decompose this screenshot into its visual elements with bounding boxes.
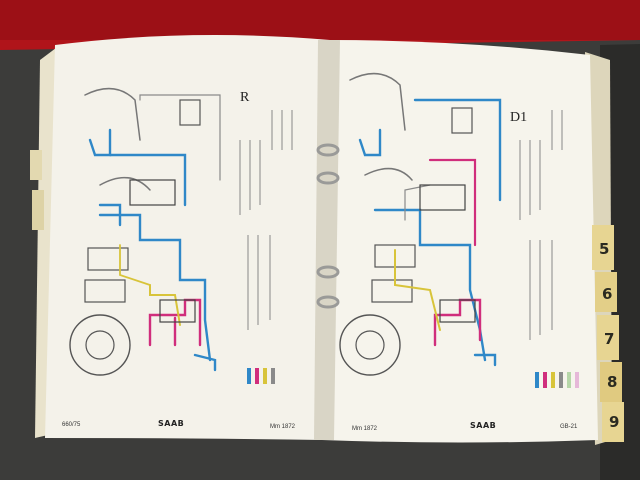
section-tab-label: 5 bbox=[599, 240, 610, 258]
gutter-shadow bbox=[314, 40, 340, 440]
left-diagram-letter: R bbox=[240, 90, 250, 105]
right-color-legend bbox=[535, 372, 579, 388]
left-side-tab bbox=[30, 150, 42, 180]
left-legend-text bbox=[239, 110, 293, 330]
section-tab-label: 6 bbox=[602, 285, 613, 303]
right-diagram-letter: D1 bbox=[510, 110, 528, 125]
right-page-footer-right: GB-21 bbox=[560, 424, 578, 430]
left-side-tab bbox=[32, 190, 44, 230]
right-page bbox=[322, 40, 598, 443]
left-color-legend bbox=[247, 368, 275, 384]
left-wiring-diagram bbox=[69, 87, 221, 376]
binder-rings bbox=[316, 143, 340, 309]
right-legend-text bbox=[519, 110, 563, 340]
section-tab-label: 8 bbox=[607, 373, 618, 391]
section-tabs bbox=[592, 225, 624, 442]
right-wiring-diagram bbox=[339, 72, 502, 376]
left-brand-logo: SAAB bbox=[158, 419, 185, 428]
left-page bbox=[45, 35, 330, 440]
left-page-footer-right: Mm 1872 bbox=[270, 424, 296, 430]
right-page-footer-left: Mm 1872 bbox=[352, 426, 378, 432]
right-brand-logo: SAAB bbox=[470, 421, 497, 430]
left-page-footer-left: 660/75 bbox=[62, 422, 81, 428]
section-tab-label: 7 bbox=[604, 330, 615, 348]
section-tab-label: 9 bbox=[609, 413, 620, 431]
